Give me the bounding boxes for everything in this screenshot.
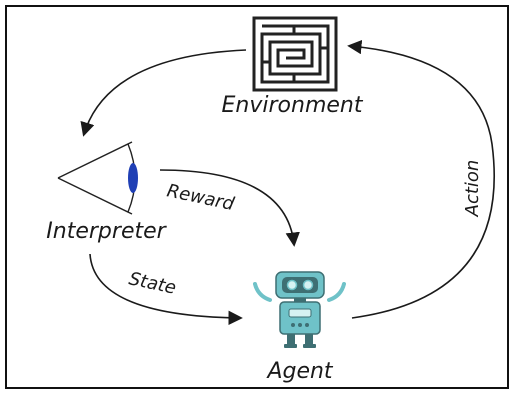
action-label: Action bbox=[462, 160, 483, 218]
maze-icon bbox=[252, 16, 338, 92]
reward-arrow bbox=[159, 169, 300, 247]
state-label: State bbox=[127, 268, 178, 298]
action-arrow bbox=[347, 39, 496, 319]
environment-to-interpreter-arrow bbox=[80, 49, 247, 137]
state-arrow bbox=[89, 253, 243, 326]
eye-icon bbox=[57, 141, 138, 215]
frame-border bbox=[5, 5, 509, 389]
environment-label: Environment bbox=[222, 93, 364, 118]
reward-label: Reward bbox=[165, 180, 237, 215]
agent-label: Agent bbox=[265, 359, 333, 384]
robot-icon bbox=[253, 271, 346, 348]
interpreter-label: Interpreter bbox=[46, 219, 167, 244]
